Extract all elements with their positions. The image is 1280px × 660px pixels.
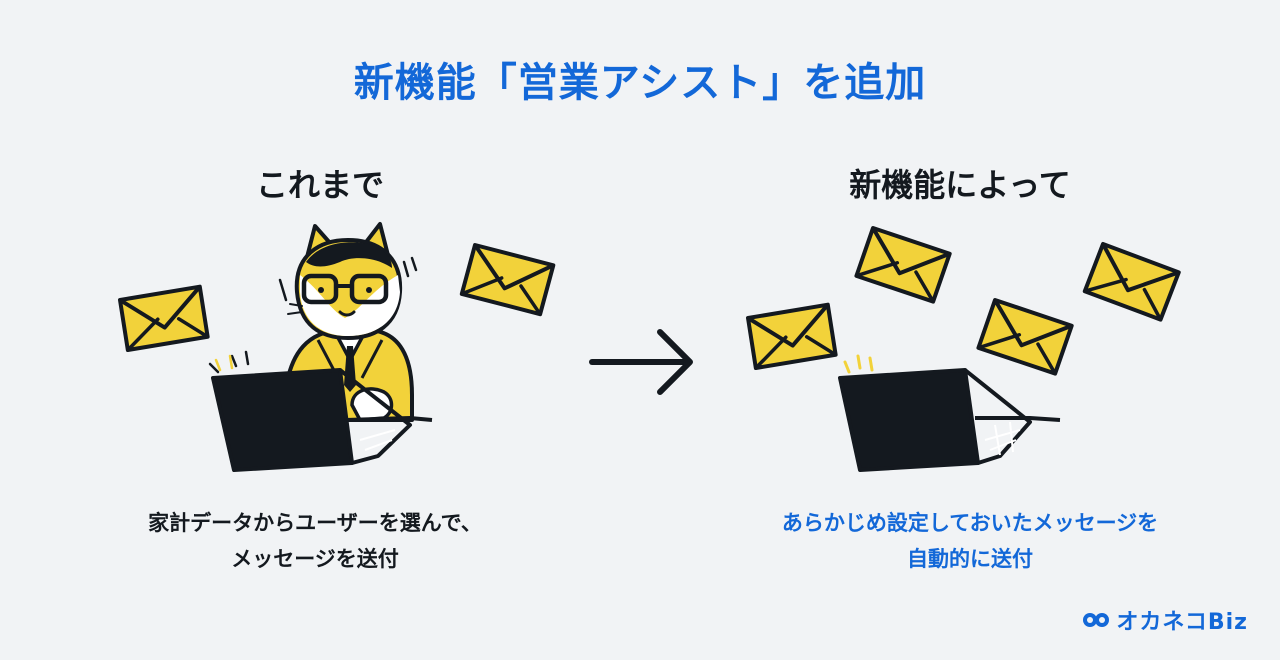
after-caption: あらかじめ設定しておいたメッセージを 自動的に送付 [690,505,1250,577]
envelope-icon [740,293,843,379]
before-caption-line2: メッセージを送付 [35,541,595,577]
after-caption-line2: 自動的に送付 [690,541,1250,577]
arrow-right-icon [592,332,690,392]
before-caption-line1: 家計データからユーザーを選んで、 [35,505,595,541]
envelope-icon [976,299,1073,375]
laptop-icon [840,356,1060,470]
envelope-icon [1082,242,1181,321]
after-caption-line1: あらかじめ設定しておいたメッセージを [690,505,1250,541]
okaneko-logo-icon [1082,609,1110,631]
envelope-icon [854,227,951,303]
envelope-icon [461,244,555,315]
brand-logo: オカネコBiz [1082,604,1248,636]
logo-text: オカネコBiz [1116,604,1248,636]
before-caption: 家計データからユーザーを選んで、 メッセージを送付 [35,505,595,577]
envelope-icon [112,275,215,361]
